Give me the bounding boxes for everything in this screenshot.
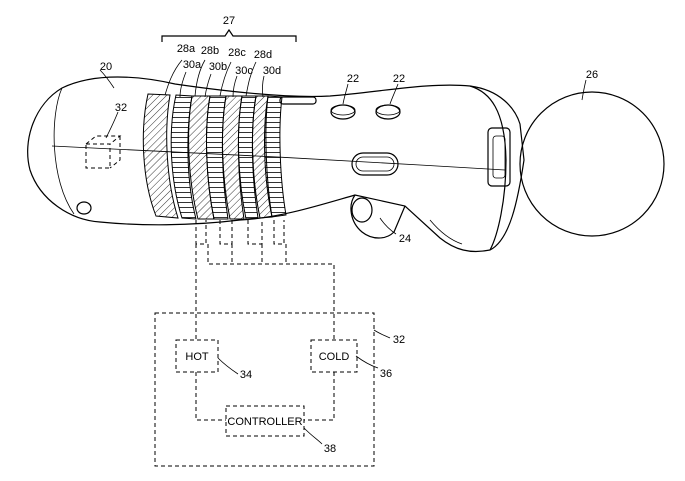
ref-32-body: 32	[115, 102, 127, 114]
leader-24	[379, 217, 397, 235]
wire-1	[195, 220, 207, 245]
ref-30b: 30b	[209, 61, 227, 73]
ref-22-left: 22	[347, 73, 359, 85]
leader-20	[99, 69, 115, 89]
ref-36: 36	[380, 368, 392, 380]
cube-back	[85, 135, 122, 169]
leader-30b	[204, 73, 212, 98]
thermal-module-box	[154, 312, 375, 467]
trigger-tip	[351, 197, 373, 223]
wire-hot-ctrl	[195, 372, 226, 421]
button-left	[330, 104, 356, 120]
cube-front	[85, 143, 111, 169]
leader-30a	[179, 71, 187, 98]
leader-28b	[194, 59, 206, 97]
cold-box	[310, 339, 358, 373]
ref-32-box: 32	[393, 334, 405, 346]
button-right	[375, 104, 401, 120]
ref-28d: 28d	[254, 49, 272, 61]
hatched-ring-1	[142, 93, 179, 219]
button-right-top	[375, 104, 401, 116]
ref-30c: 30c	[235, 65, 253, 77]
end-hole	[76, 201, 92, 215]
wire-3	[247, 220, 263, 245]
ball-mount-inner	[492, 135, 506, 179]
controller-label: CONTROLLER	[227, 416, 302, 428]
wiring	[195, 220, 335, 421]
ref-34: 34	[240, 369, 252, 381]
controller-box	[225, 405, 305, 437]
ref-28c: 28c	[228, 47, 246, 59]
leader-28c	[219, 61, 232, 97]
wire-2	[219, 220, 233, 245]
top-buttons	[330, 104, 401, 176]
cold-label: COLD	[319, 351, 350, 363]
ref-28b: 28b	[201, 45, 219, 57]
ref-20: 20	[100, 61, 112, 73]
hot-box	[175, 339, 219, 373]
top-slot	[279, 96, 317, 105]
leader-26	[581, 79, 587, 101]
leader-30c	[232, 75, 238, 98]
ball-mount	[487, 127, 511, 187]
end-cap-seam	[53, 87, 75, 215]
center-button	[351, 152, 399, 176]
ref-38: 38	[324, 443, 336, 455]
ref-26: 26	[586, 69, 598, 81]
trigger	[350, 194, 406, 239]
leader-22b	[389, 83, 399, 105]
leader-lines	[99, 59, 587, 445]
leader-22a	[342, 83, 349, 105]
wire-cold-ctrl	[304, 372, 335, 421]
wire-cold-feed	[207, 244, 335, 340]
ridged-ring-4	[264, 95, 287, 218]
leader-32-box	[373, 329, 391, 339]
leader-38	[303, 427, 323, 445]
thermal-ring-section	[142, 93, 287, 220]
sphere-ball	[519, 91, 665, 237]
leader-34	[217, 357, 239, 375]
ref-22-right: 22	[393, 73, 405, 85]
ref-27: 27	[223, 15, 235, 27]
button-left-top	[330, 104, 356, 116]
leader-32-body	[105, 111, 119, 139]
leader-28a	[164, 59, 183, 96]
wire-4	[273, 220, 285, 245]
ref-24: 24	[399, 233, 411, 245]
trigger-shape	[350, 194, 406, 239]
body-outline	[27, 76, 525, 253]
center-button-inner	[355, 156, 395, 172]
ref-30d: 30d	[263, 65, 281, 77]
grip-curve	[429, 219, 463, 245]
internal-module-cube	[85, 135, 122, 169]
ref-30a: 30a	[183, 59, 202, 71]
neck-line	[469, 85, 507, 251]
leader-28d	[245, 61, 257, 97]
bracket-27	[161, 28, 297, 42]
leader-30d	[261, 75, 265, 98]
hot-label: HOT	[185, 351, 209, 363]
leader-36	[355, 355, 379, 369]
ref-28a: 28a	[177, 43, 196, 55]
